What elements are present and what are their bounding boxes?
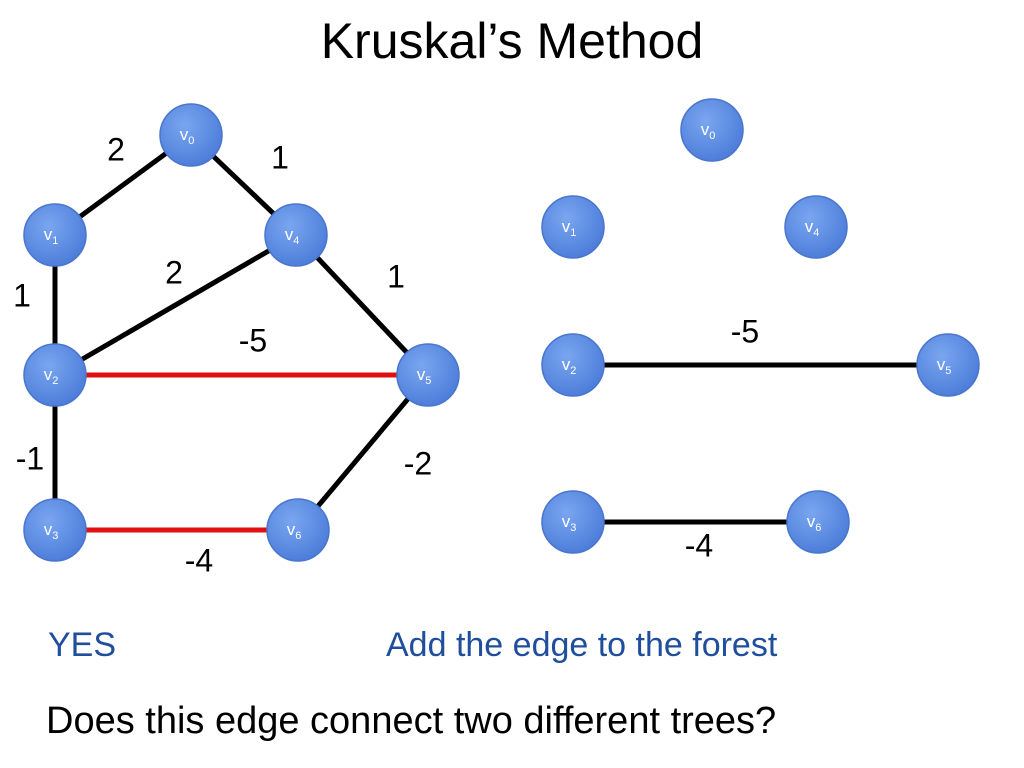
node-circle	[916, 333, 980, 397]
graph-weight-v0-v4: 1	[271, 139, 289, 175]
question-label: Does this edge connect two different tre…	[46, 700, 777, 742]
graph-node-v0: v0	[159, 103, 223, 167]
node-label: v3	[562, 512, 577, 533]
full-graph: 2 1 1 2 1 -5 -1 -2 -4 v0 v1 v2 v3 v4 v5 v6	[13, 103, 460, 578]
node-label: v2	[562, 355, 577, 376]
graph-weight-v2-v5: -5	[239, 322, 267, 358]
node-circle	[680, 98, 744, 162]
forest-weight-v3-v6: -4	[685, 527, 713, 563]
graph-node-v2: v2	[23, 343, 87, 407]
graph-node-v1: v1	[23, 203, 87, 267]
graph-weight-v2-v4: 2	[165, 254, 183, 290]
node-circle	[264, 203, 328, 267]
graph-weight-v2-v3: -1	[16, 440, 44, 476]
node-label: v4	[805, 217, 820, 238]
node-circle	[396, 343, 460, 407]
graph-weight-v3-v6: -4	[185, 542, 213, 578]
graph-edge-v2-v4	[52, 232, 299, 378]
graph-edge-v4-v5	[293, 232, 431, 378]
forest-node-v3: v3	[541, 490, 605, 554]
graph-node-v5: v5	[396, 343, 460, 407]
node-label: v6	[287, 520, 302, 541]
node-circle	[23, 498, 87, 562]
forest-weight-v2-v5: -5	[731, 313, 759, 349]
forest-graph: -5 -4 v0 v1 v4 v2 v5 v3 v6	[541, 98, 980, 563]
node-label: v1	[562, 217, 577, 238]
node-circle	[786, 490, 850, 554]
node-label: v3	[44, 520, 59, 541]
graph-weight-v1-v2: 1	[13, 277, 31, 313]
node-label: v0	[701, 120, 716, 141]
graph-weight-v4-v5: 1	[387, 258, 405, 294]
node-circle	[541, 195, 605, 259]
node-circle	[159, 103, 223, 167]
node-circle	[541, 490, 605, 554]
node-circle	[23, 343, 87, 407]
action-label: Add the edge to the forest	[386, 626, 778, 664]
answer-label: YES	[48, 626, 117, 664]
forest-node-v1: v1	[541, 195, 605, 259]
node-label: v5	[937, 355, 952, 376]
node-circle	[23, 203, 87, 267]
node-label: v6	[807, 512, 822, 533]
graph-weight-v0-v1: 2	[107, 131, 125, 167]
forest-node-v4: v4	[784, 195, 848, 259]
forest-node-v2: v2	[541, 333, 605, 397]
node-label: v0	[180, 125, 195, 146]
graph-node-v3: v3	[23, 498, 87, 562]
node-label: v2	[44, 365, 59, 386]
forest-node-v0: v0	[680, 98, 744, 162]
node-circle	[541, 333, 605, 397]
slide-title: Kruskal’s Method	[320, 13, 704, 69]
node-label: v4	[285, 225, 300, 246]
graph-weight-v5-v6: -2	[404, 445, 432, 481]
node-label: v5	[417, 365, 432, 386]
node-circle	[266, 498, 330, 562]
graph-edge-v5-v6	[295, 372, 431, 533]
forest-node-v6: v6	[786, 490, 850, 554]
node-label: v1	[44, 225, 59, 246]
forest-node-v5: v5	[916, 333, 980, 397]
graph-node-v4: v4	[264, 203, 328, 267]
graph-node-v6: v6	[266, 498, 330, 562]
node-circle	[784, 195, 848, 259]
